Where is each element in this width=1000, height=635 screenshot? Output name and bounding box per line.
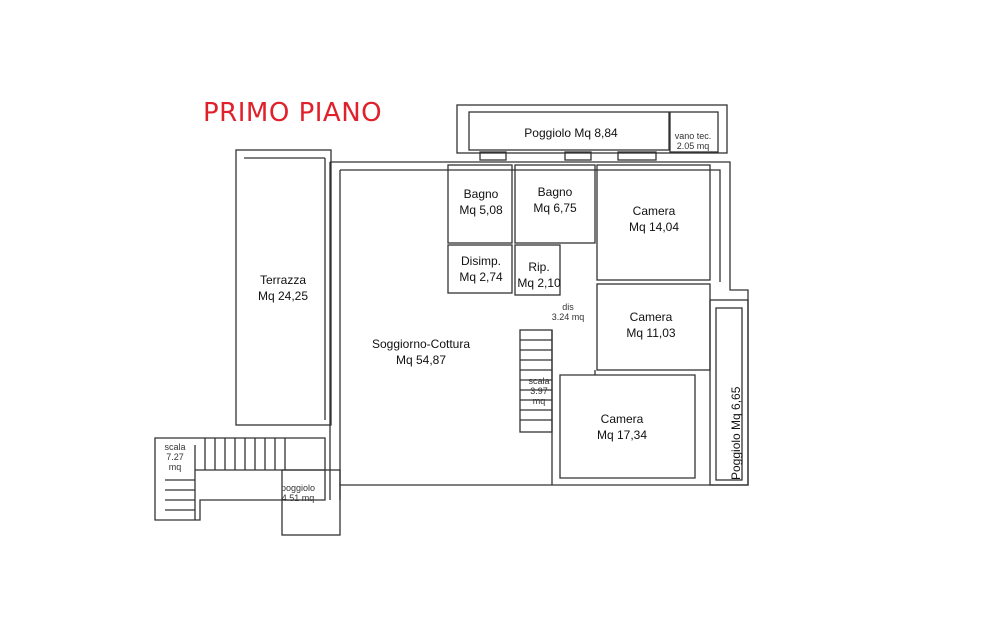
poggiolo-small-label: poggiolo 4.51 mq: [280, 483, 316, 503]
scala-esterna-outline: [154, 437, 326, 521]
camera-3-outline: [559, 374, 696, 479]
camera-3-label: Camera Mq 17,34: [596, 412, 648, 442]
terrazza-label: Terrazza Mq 24,25: [257, 273, 309, 303]
rip-outline: [514, 244, 561, 296]
bagno-2-outline: [514, 164, 596, 244]
rip-label: Rip. Mq 2,10: [517, 260, 561, 290]
poggiolo-small-outline: [281, 469, 341, 536]
terrazza-outline: [235, 149, 332, 426]
poggiolo-top-outline: [456, 104, 728, 154]
disimp-label: Disimp. Mq 2,74: [459, 254, 503, 284]
vano-tec-outline: [669, 111, 719, 153]
disimp-outline: [447, 244, 513, 294]
poggiolo-right-label: Poggiolo Mq 6,65: [729, 386, 743, 480]
camera-2-label: Camera Mq 11,03: [626, 310, 676, 340]
bagno-2-label: Bagno Mq 6,75: [533, 185, 577, 215]
soggiorno-label: Soggiorno-Cottura Mq 54,87: [371, 337, 471, 367]
dis-label: dis 3.24 mq: [551, 302, 585, 322]
bagno-1-outline: [447, 164, 513, 244]
poggiolo-top-label: Poggiolo Mq 8,84: [524, 126, 618, 140]
floor-title: PRIMO PIANO: [203, 98, 383, 128]
vano-tec-label: vano tec. 2.05 mq: [674, 131, 712, 151]
camera-1-outline: [596, 164, 711, 281]
bagno-1-label: Bagno Mq 5,08: [459, 187, 503, 217]
camera-1-label: Camera Mq 14,04: [628, 204, 680, 234]
scala-interna-label: scala 3.97 mq: [528, 376, 550, 406]
scala-esterna-label: scala 7.27 mq: [164, 442, 186, 472]
poggiolo-right-outline: [709, 299, 749, 486]
